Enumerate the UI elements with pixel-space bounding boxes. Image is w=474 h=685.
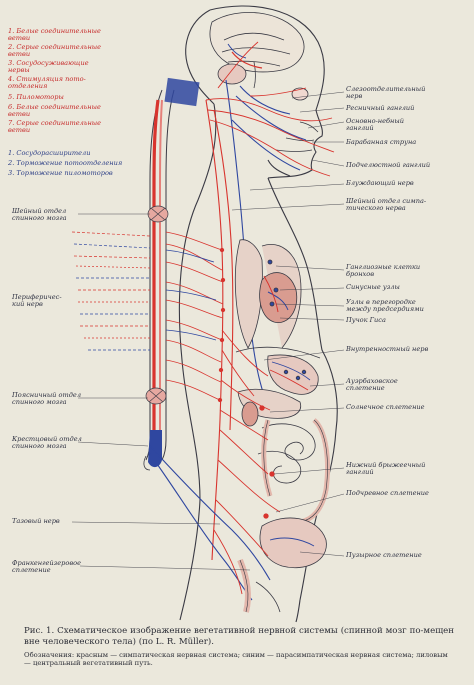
rami-communicantes	[165, 231, 224, 401]
figure-caption: Рис. 1. Схематическое изображение вегета…	[24, 626, 454, 647]
label-auerbach-plexus: Ауэрбаховское сплетение	[346, 377, 398, 393]
peripheral-nerve-lines	[71, 231, 151, 351]
label-sinus-nodes: Синусные узлы	[346, 283, 400, 291]
label-sacral-cord: Крестцовый отдел спинного мозга	[12, 435, 82, 451]
legend-item-2: 2. Серые соединительные ветви	[8, 43, 102, 59]
label-bronchial-ganglion-cells: Ганглиозные клетки бронхов	[346, 263, 421, 279]
figure-legend-note: Обозначения: красным — симпатическая нер…	[24, 651, 448, 668]
brain	[209, 12, 305, 89]
left-label-leaders	[71, 213, 251, 571]
label-cervical-sympathetic: Шейный отдел симпа- тического нерва	[346, 197, 427, 213]
legend-item-4: 4. Стимуляция пото- отделения	[8, 75, 86, 91]
legend-item-blue-3: 3. Торможение пиломоторов	[8, 169, 113, 177]
label-vesical-plexus: Пузырное сплетение	[346, 551, 422, 559]
label-inferior-mesenteric-ganglion: Нижний брыжеечный ганглий	[346, 461, 426, 477]
label-interatrial-nodes: Узлы в перегородке между предсердиями	[346, 298, 424, 314]
label-splanchnic-nerve: Внутренностный нерв	[346, 345, 429, 353]
splanchnic-plexuses	[213, 329, 281, 595]
label-hypogastric-plexus: Подчревное сплетение	[346, 489, 429, 497]
sympathetic-chain	[205, 99, 234, 561]
label-peripheral-nerve: Периферичес- кий нерв	[12, 293, 62, 309]
label-solar-plexus: Солнечное сплетение	[346, 403, 425, 411]
spinal-cord	[143, 77, 200, 471]
label-pterygopalatine-ganglion: Основно-небный ганглий	[346, 117, 405, 133]
legend-item-blue-2: 2. Торможение потоотделения	[8, 159, 123, 167]
legend-item-blue-1: 1. Сосудорасширители	[8, 149, 91, 157]
label-vagus-nerve: Блуждающий нерв	[346, 179, 414, 187]
label-lacrimal-nerve: Слезоотделительный нерв	[346, 85, 426, 101]
label-ciliary-ganglion: Ресничный ганглий	[346, 104, 415, 112]
legend-item-1: 1. Белые соединительные ветви	[8, 27, 101, 43]
legend-item-3: 3. Сосудосуживающие нервы	[8, 59, 89, 75]
thoracic-organs	[234, 239, 302, 349]
label-bundle-of-his: Пучок Гиса	[346, 316, 386, 324]
face-organs	[275, 87, 319, 152]
cranial-sympathetic	[205, 41, 335, 177]
label-submandibular-ganglion: Подчелюстной ганглий	[346, 161, 431, 169]
legend-item-5: 5. Пиломоторы	[8, 93, 64, 101]
label-lumbar-cord: Поясничный отдел спинного мозга	[12, 391, 82, 407]
legend-item-6: 6. Белые соединительные ветви	[8, 103, 101, 119]
right-label-leaders	[231, 91, 345, 557]
label-cervical-cord: Шейный отдел спинного мозга	[12, 207, 67, 223]
abdominal-organs	[235, 346, 330, 613]
label-chorda-tympani: Барабанная струна	[346, 138, 417, 146]
label-pelvic-nerve: Тазовый нерв	[12, 517, 60, 525]
label-frankenhauser-plexus: Франкенгейзеровое сплетение	[12, 559, 82, 575]
legend-item-7: 7. Серые соединительные ветви	[8, 119, 102, 135]
